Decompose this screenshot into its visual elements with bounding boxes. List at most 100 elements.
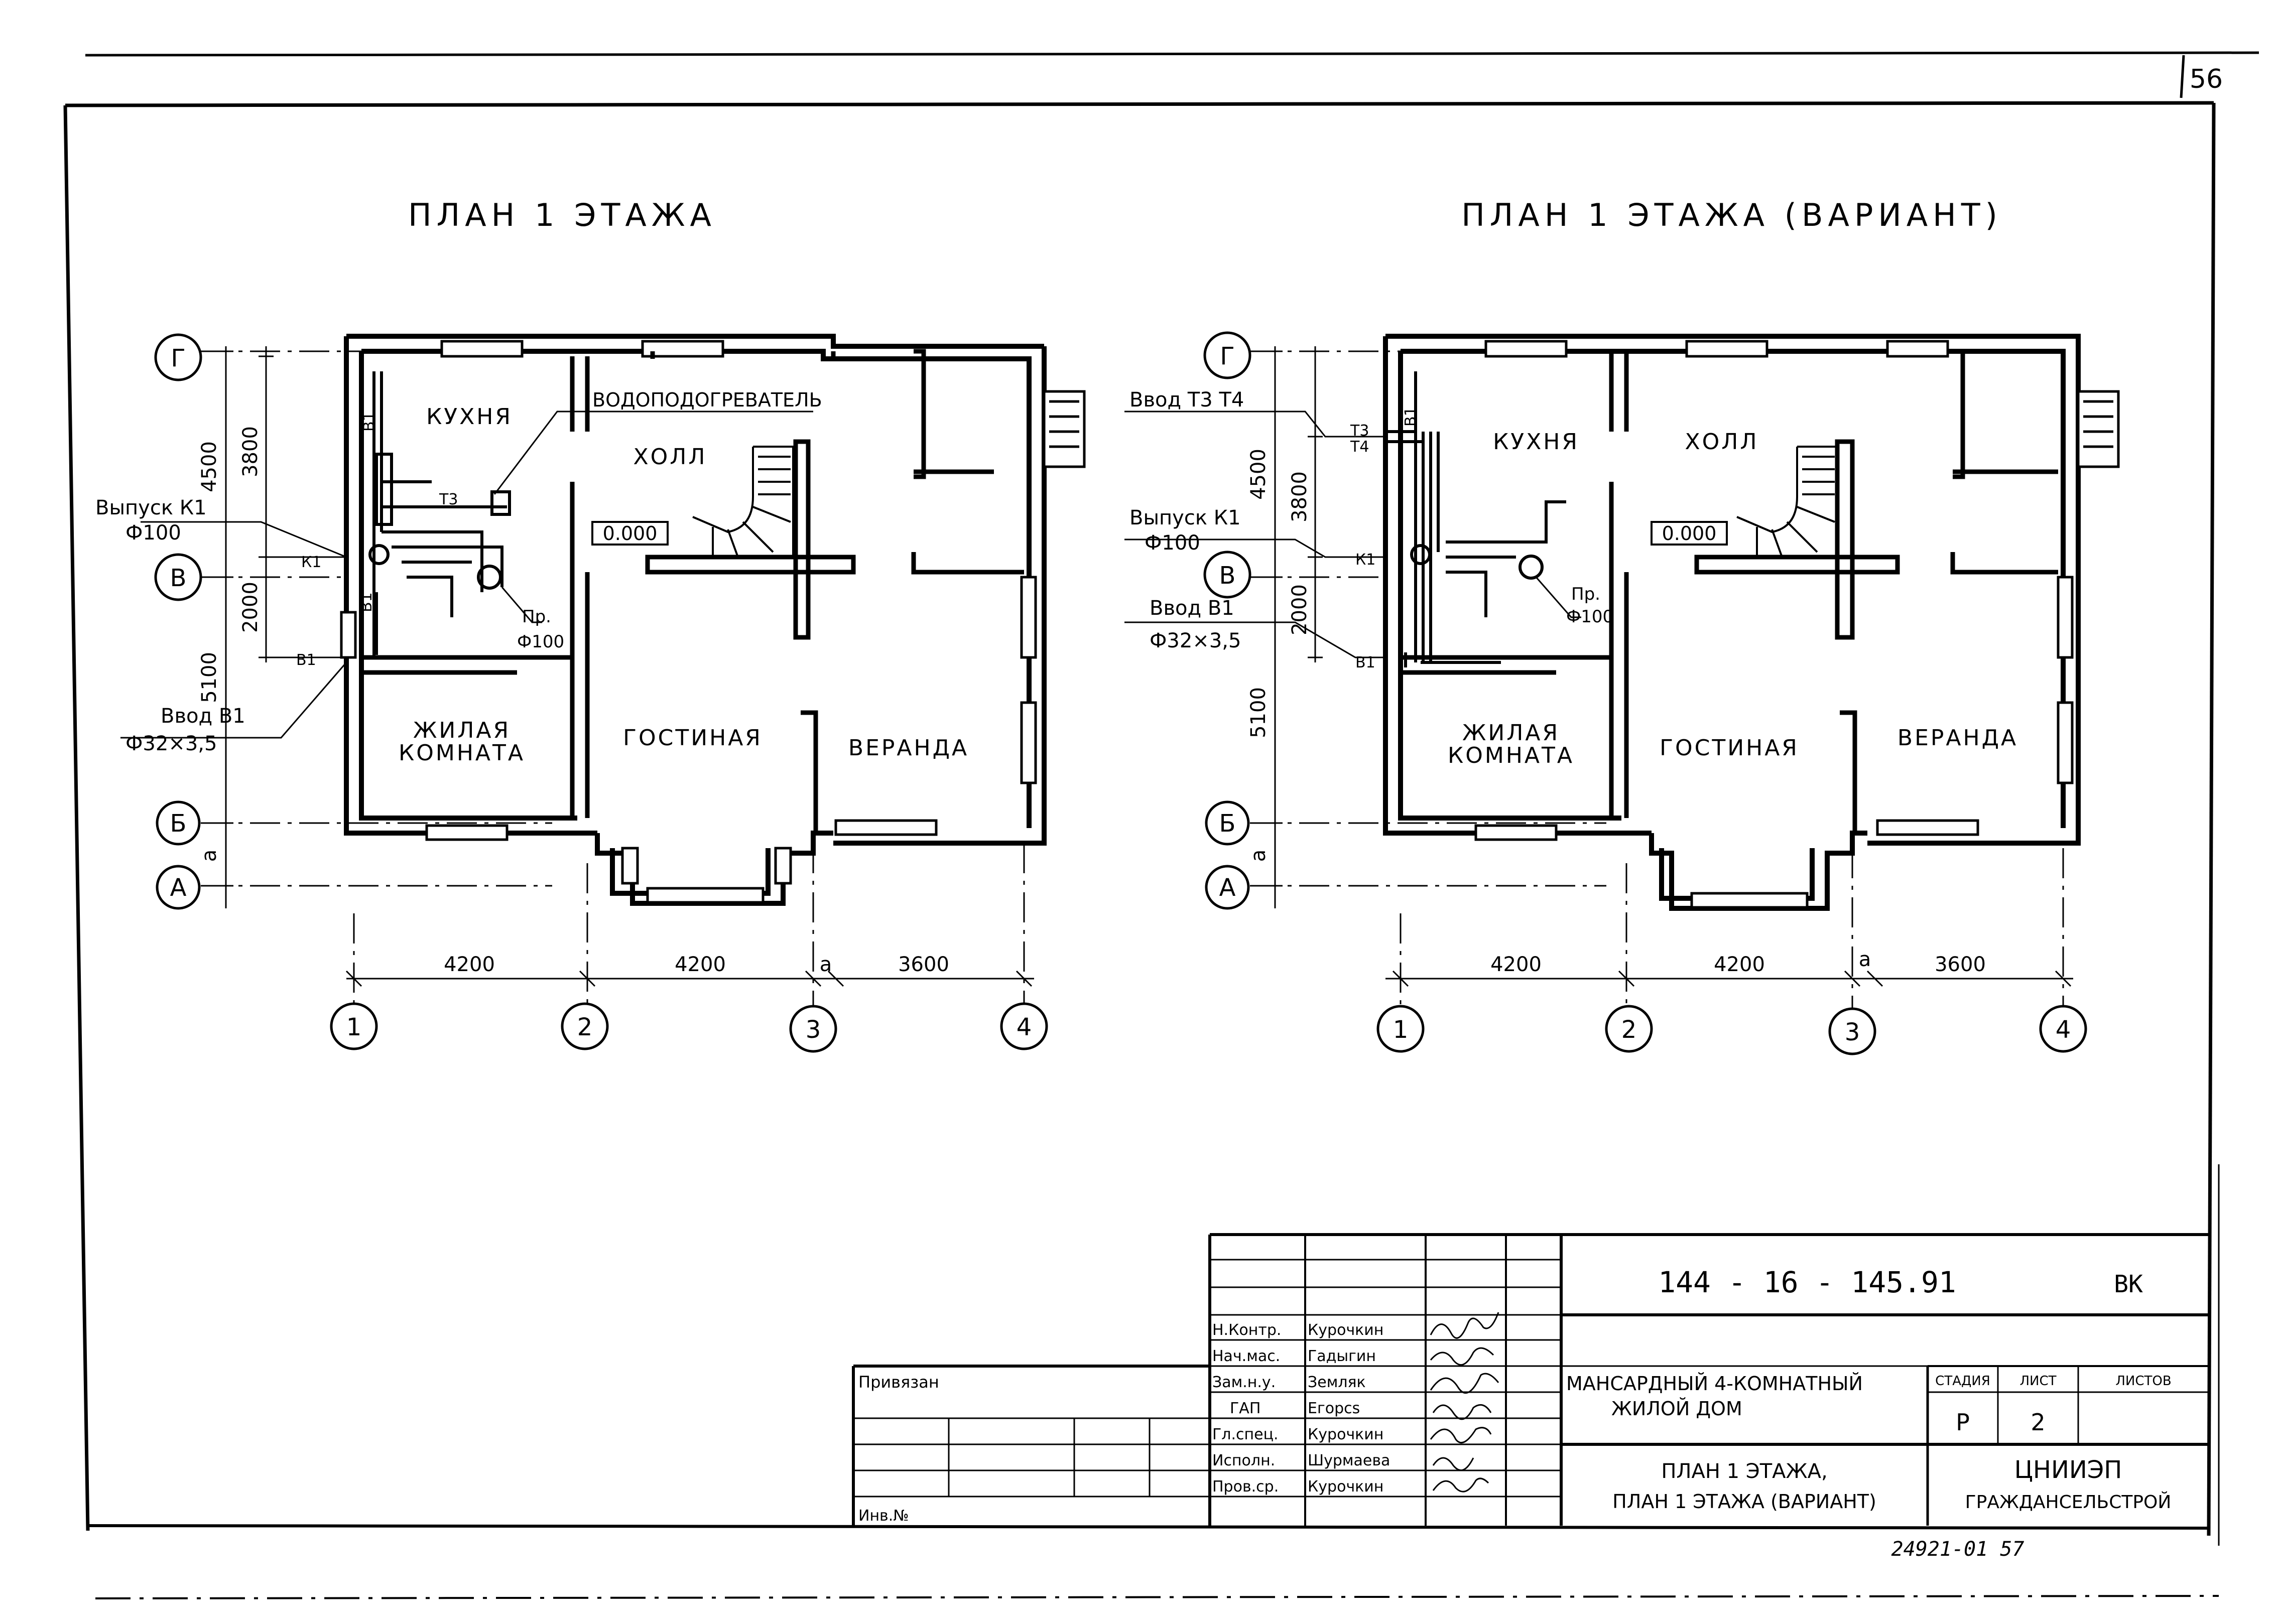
inv-label: Инв.№ <box>858 1507 909 1525</box>
person-name: Курочкин <box>1308 1478 1383 1496</box>
stage-header: СТАДИЯ <box>1935 1374 1990 1389</box>
doc-mark: ВК <box>2114 1270 2143 1298</box>
person-name: Курочкин <box>1308 1321 1383 1339</box>
room-label-living: ЖИЛАЯ <box>1462 720 1560 746</box>
level-mark: 0.000 <box>1662 522 1717 545</box>
signatures <box>1430 1312 1499 1493</box>
dim-horizontal: 4200 <box>444 953 495 976</box>
org-name: ГРАЖДАНСЕЛЬСТРОЙ <box>1965 1492 2172 1513</box>
note-inlet-dia: Ф32×3,5 <box>125 732 217 755</box>
page-number: 56 <box>2190 64 2223 94</box>
axis-grid <box>1250 350 2064 1009</box>
floor-plan-main: ПЛАН 1 ЭТАЖА <box>95 197 1086 1053</box>
note-heater: ВОДОПОДОГРЕВАТЕЛЬ <box>592 389 822 411</box>
axis-label-row: А <box>170 874 187 902</box>
level-mark-box <box>1651 521 1728 546</box>
axis-label-col: 4 <box>1017 1013 1032 1041</box>
role-label: Зам.н.у. <box>1212 1374 1276 1391</box>
axis-grid <box>201 350 1025 1009</box>
windows <box>1474 340 2120 909</box>
role-label: Нач.мас. <box>1212 1347 1280 1365</box>
axis-label-row: Б <box>170 809 187 838</box>
room-label-veranda: ВЕРАНДА <box>1898 725 2018 751</box>
pipe-tag: К1 <box>1355 551 1375 569</box>
dim-vertical: 2000 <box>1288 584 1311 635</box>
pipe-tag: В1 <box>360 412 378 432</box>
axis-label-col: 2 <box>577 1013 593 1041</box>
pipe-tag: Т3 <box>1350 422 1369 440</box>
title-block: 144 - 16 - 145.91 ВК МАНСАРДНЫЙ 4-КОМНАТ… <box>852 1233 2209 1561</box>
room-label-kitchen: КУХНЯ <box>426 404 513 430</box>
role-label: Исполн. <box>1212 1452 1275 1469</box>
pipe-tag: В1 <box>1402 407 1420 427</box>
drawing-name: ПЛАН 1 ЭТАЖА (ВАРИАНТ) <box>1612 1491 1876 1513</box>
dim-vertical: 3800 <box>239 426 262 477</box>
dimension-lines <box>1268 346 2073 987</box>
room-label-living: ЖИЛАЯ <box>413 718 511 743</box>
role-label: Пров.ср. <box>1212 1478 1279 1496</box>
room-label-living: КОМНАТА <box>1448 743 1574 768</box>
exterior-walls <box>344 334 1047 906</box>
exterior-walls <box>1383 334 2081 911</box>
dim-horizontal: 3600 <box>1935 953 1986 976</box>
note-inlet: Ввод В1 <box>161 705 245 728</box>
dimension-lines <box>218 346 1034 987</box>
axis-label-row: В <box>1219 562 1236 590</box>
note-inlet-t: Ввод Т3 Т4 <box>1129 388 1244 412</box>
axis-markers <box>154 333 1048 1053</box>
axis-label-col: 4 <box>2056 1016 2071 1044</box>
sheet-header: ЛИСТ <box>2019 1374 2056 1389</box>
dim-horizontal: 4200 <box>1714 953 1765 976</box>
note-outlet: Выпуск К1 <box>1129 506 1241 529</box>
dim-horizontal: 4200 <box>675 953 726 976</box>
person-name: Земляк <box>1308 1374 1366 1391</box>
note-outlet-dia: Ф100 <box>125 521 181 545</box>
dim-horizontal: 4200 <box>1490 953 1542 976</box>
dim-horizontal: 3600 <box>898 953 949 976</box>
dim-vertical: 5100 <box>198 652 221 703</box>
dim-horizontal: а <box>1859 948 1871 971</box>
stair <box>1736 446 1838 558</box>
note-cleanout: Пр. <box>1571 584 1600 604</box>
interior-walls <box>1401 349 2058 833</box>
sheet-value: 2 <box>2031 1409 2045 1436</box>
leader-lines <box>120 411 813 739</box>
plumbing-risers <box>1385 371 1566 667</box>
axis-label-row: Г <box>1220 342 1234 370</box>
pipe-tag: К1 <box>301 554 321 571</box>
dim-vertical: а <box>1247 850 1270 862</box>
drawing-name: ПЛАН 1 ЭТАЖА, <box>1661 1460 1827 1483</box>
dim-vertical: а <box>198 850 221 862</box>
stair <box>692 446 794 558</box>
linked-label: Привязан <box>858 1373 939 1392</box>
object-name: ЖИЛОЙ ДОМ <box>1611 1398 1742 1420</box>
plan-title: ПЛАН 1 ЭТАЖА <box>408 197 716 233</box>
note-cleanout-dia: Ф100 <box>1566 607 1613 627</box>
note-outlet: Выпуск К1 <box>95 496 207 519</box>
room-label-lounge: ГОСТИНАЯ <box>623 725 763 751</box>
doc-code: 144 - 16 - 145.91 <box>1658 1265 1956 1299</box>
axis-label-col: 3 <box>806 1016 821 1044</box>
axis-label-col: 1 <box>346 1013 362 1041</box>
axis-markers <box>1203 331 2087 1055</box>
axis-label-col: 3 <box>1845 1018 1860 1046</box>
pipe-tag: В1 <box>358 592 375 612</box>
axis-label-col: 1 <box>1393 1016 1409 1044</box>
plumbing-risers <box>368 371 511 657</box>
interior-walls <box>361 349 1024 833</box>
note-outlet-dia: Ф100 <box>1145 531 1200 555</box>
level-mark: 0.000 <box>603 522 658 545</box>
dim-vertical: 4500 <box>1247 449 1270 500</box>
note-inlet-dia: Ф32×3,5 <box>1150 629 1241 652</box>
stage-value: Р <box>1956 1409 1970 1436</box>
axis-label-row: В <box>170 564 187 592</box>
axis-label-col: 2 <box>1621 1016 1637 1044</box>
object-name: МАНСАРДНЫЙ 4-КОМНАТНЫЙ <box>1566 1373 1863 1395</box>
windows <box>340 340 1086 904</box>
note-cleanout: Пр. <box>522 607 551 627</box>
person-name: Гадыгин <box>1308 1347 1376 1365</box>
dim-vertical: 4500 <box>198 441 221 492</box>
role-label: Гл.спец. <box>1212 1426 1279 1443</box>
person-name: Егорсs <box>1308 1400 1360 1417</box>
role-label: ГАП <box>1230 1400 1260 1417</box>
